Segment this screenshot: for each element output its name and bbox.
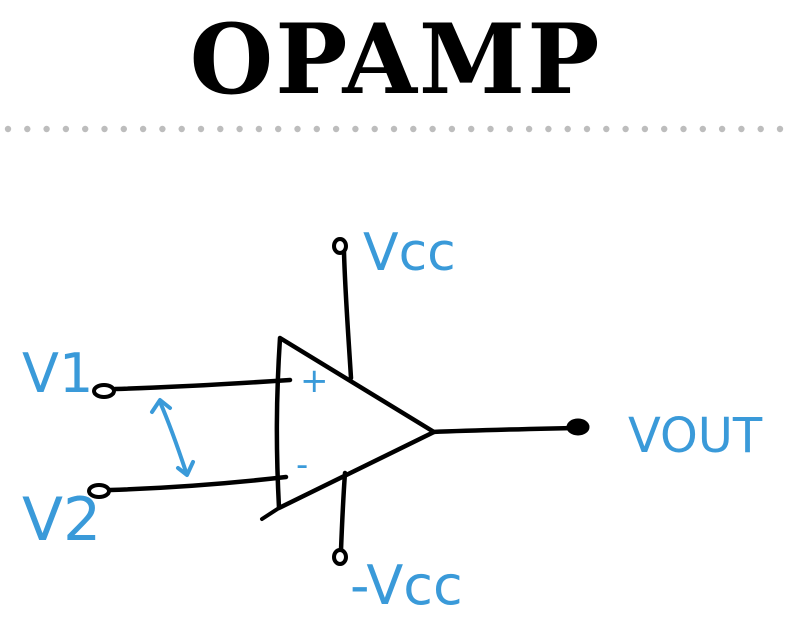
divider-dot	[197, 125, 205, 133]
divider-dot	[62, 125, 70, 133]
divider-dot	[294, 125, 301, 133]
divider-dot	[217, 125, 224, 133]
v2-wire	[107, 474, 289, 493]
divider-dot	[468, 125, 475, 133]
v2-label: V2	[22, 485, 101, 555]
page-title: OPAMP	[189, 3, 602, 116]
divider-dot	[255, 125, 263, 133]
divider-dot	[583, 125, 591, 133]
divider-dot	[776, 125, 784, 133]
vcc-label: Vcc	[363, 223, 456, 283]
v1-terminal	[92, 383, 116, 399]
v1-wire	[112, 377, 293, 392]
divider-dot	[525, 125, 533, 133]
divider-dot	[506, 125, 513, 133]
divider-dot	[564, 125, 571, 133]
vout-terminal	[566, 418, 590, 436]
divider-dot	[371, 125, 378, 133]
divider-dot	[410, 125, 417, 133]
v2-terminal	[87, 483, 111, 499]
divider-dot	[680, 125, 687, 133]
neg-vcc-wire	[338, 470, 348, 553]
divider-dot	[236, 125, 243, 133]
divider-dot	[429, 125, 436, 133]
divider-dot	[178, 125, 185, 133]
vcc-wire	[341, 249, 354, 381]
double-arrow-icon	[150, 398, 195, 477]
divider-dot	[699, 125, 706, 133]
divider-dot	[352, 125, 359, 133]
divider-dot	[332, 125, 340, 133]
divider-dot	[448, 125, 456, 133]
divider-dot	[390, 125, 398, 133]
divider-dot	[275, 125, 282, 133]
triangle-tail-stroke	[260, 506, 281, 521]
neg-vcc-label: -Vcc	[350, 554, 463, 617]
vout-wire	[429, 425, 575, 435]
divider-dot	[24, 125, 31, 133]
vcc-terminal	[332, 237, 348, 255]
divider-dot	[120, 125, 128, 133]
divider-dot	[159, 125, 166, 133]
divider-dot	[4, 125, 12, 133]
vout-label: VOUT	[628, 408, 763, 464]
neg-vcc-terminal	[332, 548, 348, 566]
divider-dot	[82, 125, 89, 133]
divider-dot	[641, 125, 649, 133]
divider-dot	[313, 125, 320, 133]
divider-dot	[139, 125, 147, 133]
plus-sign: +	[300, 361, 329, 401]
v1-label: V1	[22, 342, 93, 405]
minus-sign: -	[296, 445, 308, 485]
divider-dot	[757, 125, 764, 133]
divider-dot	[661, 125, 668, 133]
divider-dot	[603, 125, 610, 133]
divider-dot	[738, 125, 745, 133]
divider-dot	[718, 125, 726, 133]
divider-dot	[545, 125, 552, 133]
divider-dot	[43, 125, 50, 133]
divider-dot	[101, 125, 108, 133]
divider-dot	[487, 125, 494, 133]
divider-dot	[622, 125, 629, 133]
dotted-divider	[4, 125, 784, 133]
